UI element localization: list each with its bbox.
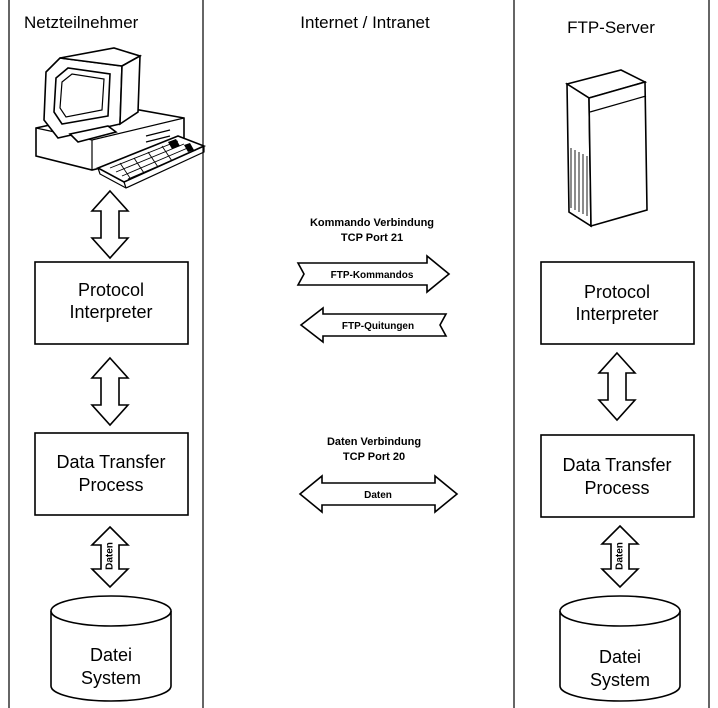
server-pi-link-arrow [597, 351, 637, 422]
data-connection-port: TCP Port 20 [343, 451, 405, 463]
svg-text:Protocol: Protocol [78, 280, 144, 300]
network-header: Internet / Intranet [300, 13, 430, 32]
client-protocol-interpreter: Protocol Interpreter [34, 261, 189, 345]
client-data-arrow [90, 525, 130, 589]
svg-text:FTP-Kommandos: FTP-Kommandos [331, 270, 414, 281]
svg-text:Data Transfer: Data Transfer [562, 455, 671, 475]
data-connection-title: Daten Verbindung [327, 436, 421, 448]
server-data-transfer-process: Data Transfer Process [540, 434, 695, 518]
client-pi-link-arrow [90, 189, 130, 260]
server-protocol-interpreter: Protocol Interpreter [540, 261, 695, 345]
tower-server-icon [565, 69, 648, 228]
client-file-system: Datei System [50, 595, 172, 702]
client-column [8, 0, 204, 708]
svg-text:Process: Process [78, 475, 143, 495]
ftp-commands-arrow: FTP-Kommandos [296, 254, 451, 294]
svg-text:Daten: Daten [364, 490, 392, 501]
client-dtp-link-arrow [90, 356, 130, 427]
svg-text:Process: Process [584, 478, 649, 498]
svg-text:System: System [590, 670, 650, 690]
client-data-transfer-process: Data Transfer Process [34, 432, 189, 516]
server-file-system: Datei System [559, 595, 681, 702]
client-header: Netzteilnehmer [24, 13, 139, 32]
client-data-label: Daten [105, 542, 116, 570]
server-header: FTP-Server [567, 18, 655, 37]
command-connection-title: Kommando Verbindung [310, 217, 434, 229]
data-transfer-arrow: Daten [298, 474, 459, 514]
desktop-computer-icon [35, 47, 207, 189]
command-connection-port: TCP Port 21 [341, 232, 403, 244]
server-data-label: Daten [615, 542, 626, 570]
svg-text:FTP-Quitungen: FTP-Quitungen [342, 321, 414, 332]
ftp-replies-arrow: FTP-Quitungen [299, 306, 448, 344]
svg-text:Data Transfer: Data Transfer [56, 452, 165, 472]
svg-text:System: System [81, 668, 141, 688]
svg-text:Interpreter: Interpreter [575, 304, 658, 324]
server-data-arrow [600, 524, 640, 589]
svg-text:Datei: Datei [599, 647, 641, 667]
svg-text:Interpreter: Interpreter [69, 302, 152, 322]
svg-text:Protocol: Protocol [584, 282, 650, 302]
server-column [513, 0, 710, 708]
svg-text:Datei: Datei [90, 645, 132, 665]
